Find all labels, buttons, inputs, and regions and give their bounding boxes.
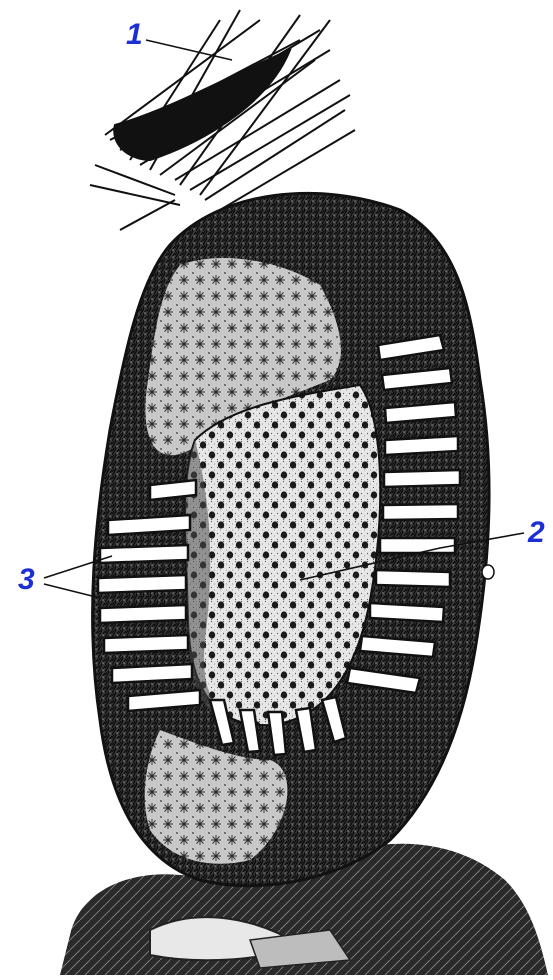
label-1: 1	[126, 20, 143, 50]
label-3: 3	[18, 565, 35, 595]
osculum-dot	[482, 565, 494, 579]
label-2: 2	[528, 518, 545, 548]
